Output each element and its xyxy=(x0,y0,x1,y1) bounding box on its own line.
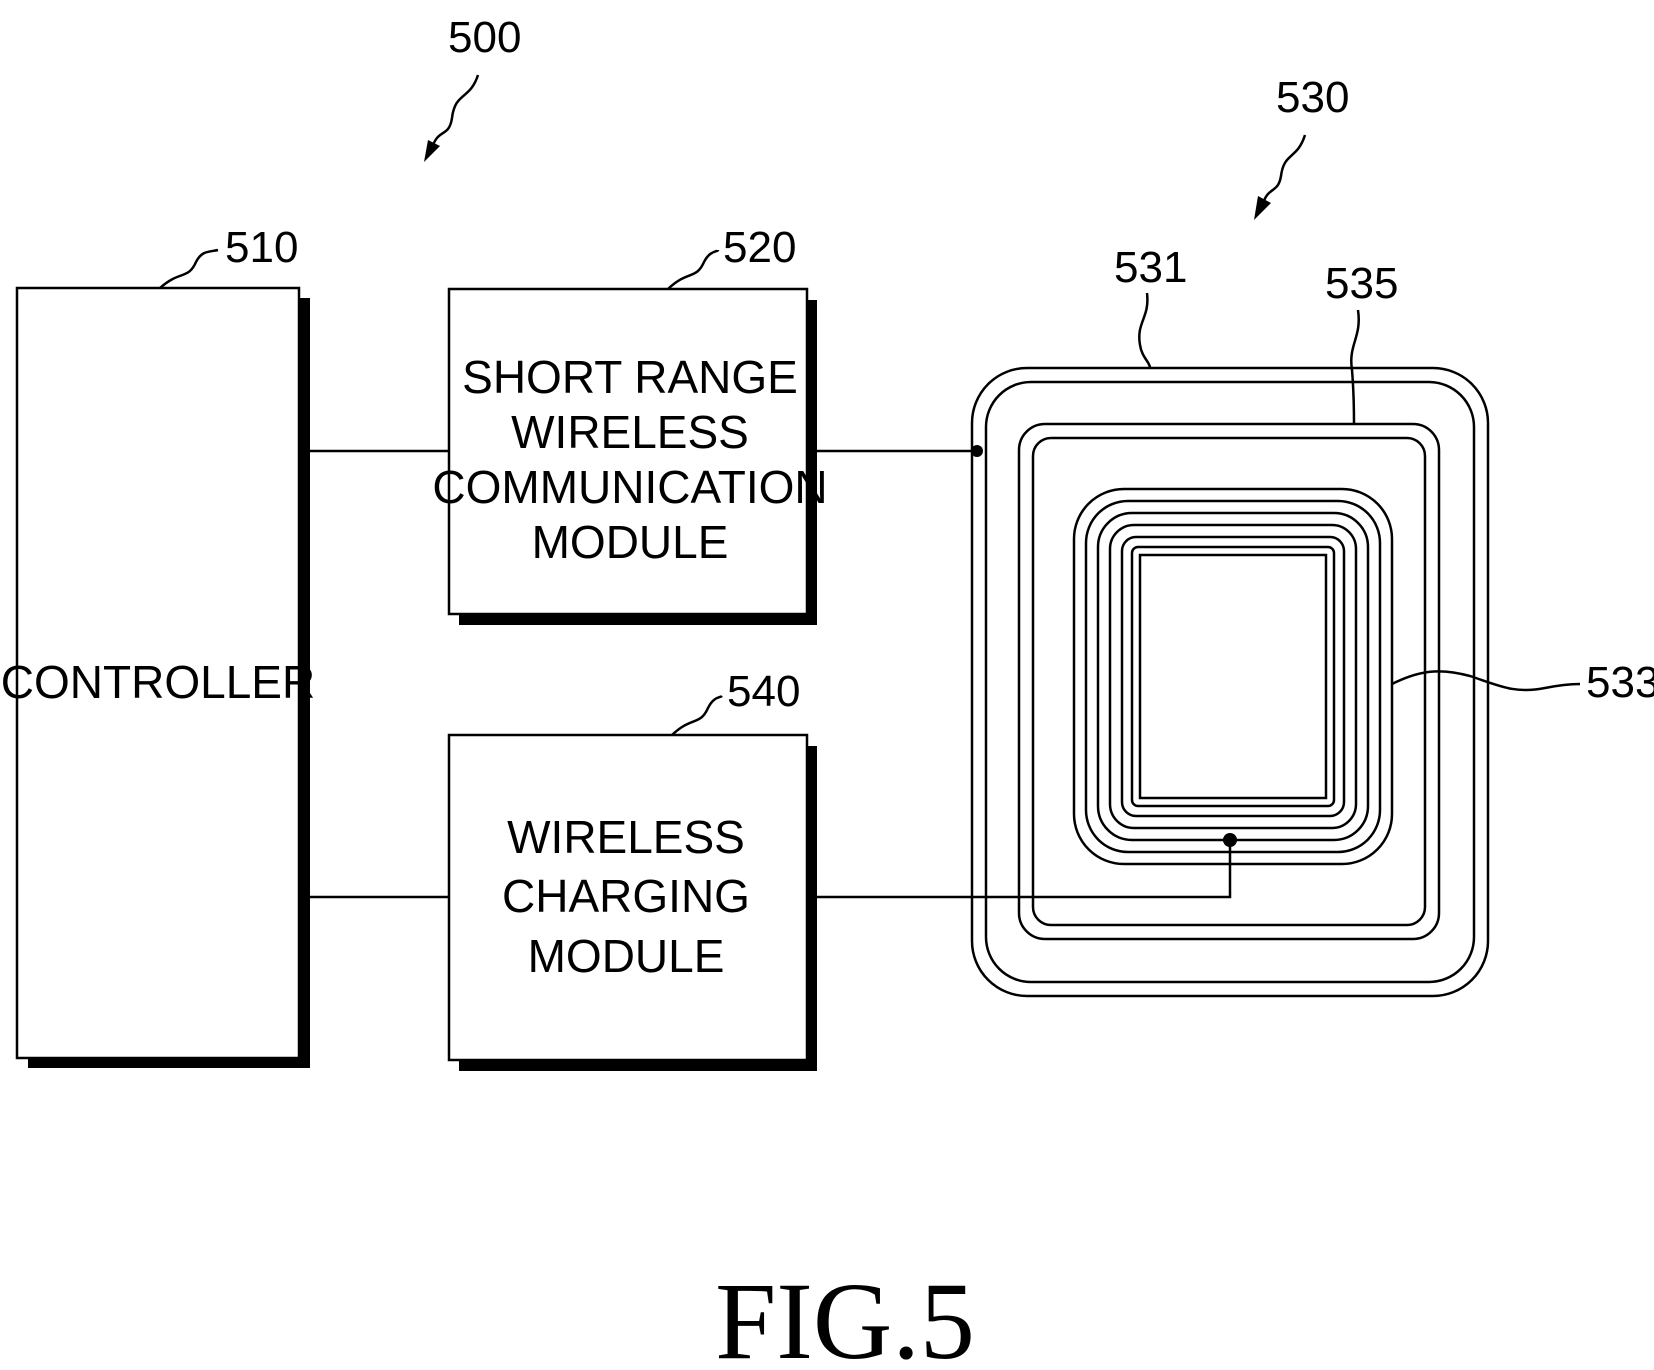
ref-520-label: 520 xyxy=(723,223,796,272)
ref-535-label: 535 xyxy=(1325,259,1398,308)
inner-coil-loop-2 xyxy=(1086,501,1380,852)
coil-assembly xyxy=(971,368,1488,996)
inner-coil-loop-3 xyxy=(1098,513,1368,840)
ref-530-leader xyxy=(1263,135,1305,204)
figure-caption: FIG.5 xyxy=(715,1260,975,1370)
wireless-charging-line-2: CHARGING xyxy=(502,870,750,922)
outer-coil-terminal-dot xyxy=(971,445,983,457)
inner-coil-loop-4 xyxy=(1110,525,1356,828)
ref-500-label: 500 xyxy=(448,13,521,62)
ref-540-label: 540 xyxy=(727,667,800,716)
outer-coil-loop-1 xyxy=(972,368,1488,996)
charging-to-coil-line xyxy=(817,840,1230,897)
inner-coil-loop-5 xyxy=(1122,537,1344,816)
short-range-line-4: MODULE xyxy=(532,516,729,568)
wireless-charging-line-1: WIRELESS xyxy=(507,811,745,863)
inner-coil-terminal-dot xyxy=(1223,833,1237,847)
ref-531-label: 531 xyxy=(1114,243,1187,292)
ref-533-leader xyxy=(1392,671,1580,690)
controller-label: CONTROLLER xyxy=(1,656,315,708)
short-range-line-2: WIRELESS xyxy=(511,406,749,458)
inner-coil-core xyxy=(1140,555,1326,798)
wireless-charging-line-3: MODULE xyxy=(528,930,725,982)
wireless-charging-module-block: WIRELESS CHARGING MODULE xyxy=(449,735,817,1071)
ref-500-leader xyxy=(432,75,478,148)
ref-540-leader xyxy=(672,696,722,735)
ref-531-leader xyxy=(1139,293,1150,368)
ref-510-leader xyxy=(160,250,218,288)
ref-530-label: 530 xyxy=(1276,73,1349,122)
ref-500-arrowhead xyxy=(424,140,440,162)
short-range-line-1: SHORT RANGE xyxy=(462,351,798,403)
short-range-module-block: SHORT RANGE WIRELESS COMMUNICATION MODUL… xyxy=(432,289,827,625)
controller-block: CONTROLLER xyxy=(1,288,315,1068)
ref-530-arrowhead xyxy=(1254,196,1271,220)
ref-533-label: 533 xyxy=(1586,658,1654,707)
inner-coil-loop-6 xyxy=(1132,547,1334,806)
short-range-line-3: COMMUNICATION xyxy=(432,461,827,513)
reference-labels: 500 530 510 520 540 531 535 533 xyxy=(160,13,1654,735)
ref-520-leader xyxy=(668,250,718,289)
ref-510-label: 510 xyxy=(225,223,298,272)
